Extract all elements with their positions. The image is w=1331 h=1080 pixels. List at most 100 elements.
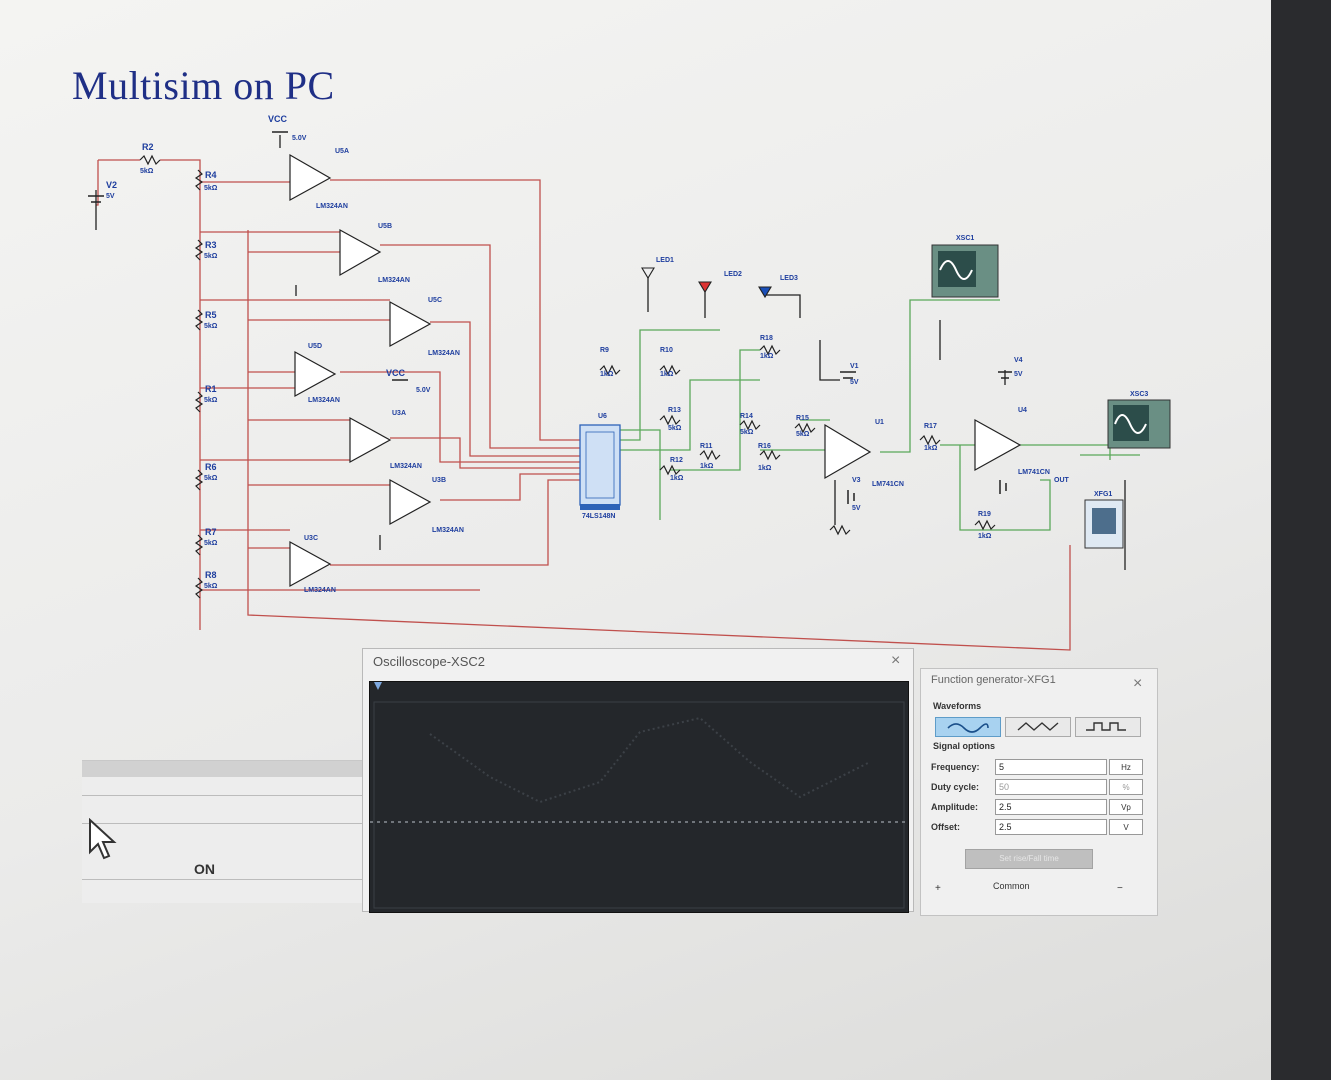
frequency-unit-select[interactable]: Hz	[1109, 759, 1143, 775]
mouse-cursor-icon	[89, 818, 117, 860]
frequency-label: Frequency:	[931, 762, 980, 772]
svg-text:5V: 5V	[106, 193, 115, 200]
oscilloscope-window[interactable]: Oscilloscope-XSC2 ×	[362, 648, 914, 913]
svg-text:1kΩ: 1kΩ	[600, 371, 614, 378]
amplitude-input[interactable]	[995, 799, 1107, 815]
amplitude-unit-select[interactable]: Vp	[1109, 799, 1143, 815]
svg-text:1kΩ: 1kΩ	[924, 445, 938, 452]
circuit-schematic: VCC 5.0V R2 5kΩ V2 5V R4 5kΩ R3 5kΩ R5 5…	[88, 114, 1171, 651]
oscilloscope-display	[369, 681, 909, 913]
svg-text:LM324AN: LM324AN	[432, 527, 464, 534]
signal-options-label: Signal options	[933, 741, 995, 751]
on-switch-label[interactable]: ON	[194, 861, 215, 877]
svg-text:U5C: U5C	[428, 297, 442, 304]
batteries	[88, 131, 1012, 504]
op-amps	[289, 153, 1022, 588]
svg-text:R14: R14	[740, 413, 753, 420]
svg-text:LED2: LED2	[724, 271, 742, 278]
svg-text:R11: R11	[700, 443, 713, 450]
amplitude-label: Amplitude:	[931, 802, 978, 812]
square-wave-button[interactable]	[1075, 717, 1141, 737]
svg-text:LM324AN: LM324AN	[316, 203, 348, 210]
oscilloscope-trace	[370, 682, 908, 909]
svg-text:U4: U4	[1018, 407, 1027, 414]
duty-cycle-unit: %	[1109, 779, 1143, 795]
svg-text:LM324AN: LM324AN	[378, 277, 410, 284]
frequency-input[interactable]	[995, 759, 1107, 775]
presentation-slide: Multisim on PC	[0, 0, 1275, 1080]
triangle-wave-icon	[1017, 722, 1059, 731]
svg-text:XSC1: XSC1	[956, 235, 974, 242]
scope-icons	[931, 244, 1171, 549]
square-wave-icon	[1086, 722, 1126, 731]
signal-wires	[620, 299, 1140, 531]
svg-text:LM324AN: LM324AN	[308, 397, 340, 404]
power-rails	[96, 159, 1071, 651]
svg-text:5kΩ: 5kΩ	[204, 475, 218, 482]
svg-text:5kΩ: 5kΩ	[204, 540, 218, 547]
svg-text:R5: R5	[205, 310, 217, 320]
svg-text:R13: R13	[668, 407, 681, 414]
svg-text:R9: R9	[600, 347, 609, 354]
svg-text:R3: R3	[205, 240, 217, 250]
instrument-panel: ON	[82, 760, 365, 903]
svg-text:R15: R15	[796, 415, 809, 422]
negative-terminal-label: −	[1117, 883, 1123, 894]
panel-row-divider	[82, 823, 365, 824]
svg-text:74LS148N: 74LS148N	[582, 513, 615, 520]
resistor-ladder	[139, 154, 996, 599]
svg-text:R10: R10	[660, 347, 673, 354]
svg-text:R2: R2	[142, 142, 154, 152]
set-rise-fall-time-button[interactable]: Set rise/Fall time	[965, 849, 1093, 869]
oscilloscope-close-button[interactable]: ×	[891, 652, 901, 669]
svg-text:R7: R7	[205, 527, 217, 537]
sine-wave-button[interactable]	[935, 717, 1001, 737]
svg-text:R16: R16	[758, 443, 771, 450]
svg-text:R1: R1	[205, 384, 217, 394]
duty-cycle-input[interactable]	[995, 779, 1107, 795]
svg-text:5kΩ: 5kΩ	[668, 425, 682, 432]
svg-text:R18: R18	[760, 335, 773, 342]
svg-text:V2: V2	[106, 180, 117, 190]
svg-text:U6: U6	[598, 413, 607, 420]
triangle-wave-button[interactable]	[1005, 717, 1071, 737]
svg-text:5kΩ: 5kΩ	[204, 583, 218, 590]
svg-text:V1: V1	[850, 363, 859, 370]
svg-text:OUT: OUT	[1054, 477, 1070, 484]
waveforms-label: Waveforms	[933, 701, 982, 711]
svg-text:1kΩ: 1kΩ	[660, 371, 674, 378]
encoder-chip	[579, 424, 621, 510]
amplitude-row: Amplitude: Vp	[931, 799, 1147, 817]
duty-cycle-row: Duty cycle: %	[931, 779, 1147, 797]
svg-text:R8: R8	[205, 570, 217, 580]
offset-unit-select[interactable]: V	[1109, 819, 1143, 835]
svg-text:VCC: VCC	[268, 114, 288, 124]
svg-text:5kΩ: 5kΩ	[796, 431, 810, 438]
svg-text:5kΩ: 5kΩ	[204, 323, 218, 330]
svg-text:U5A: U5A	[335, 148, 349, 155]
svg-text:1kΩ: 1kΩ	[978, 533, 992, 540]
svg-text:5kΩ: 5kΩ	[740, 429, 754, 436]
svg-text:1kΩ: 1kΩ	[700, 463, 714, 470]
svg-text:R6: R6	[205, 462, 217, 472]
svg-text:5V: 5V	[1014, 371, 1023, 378]
svg-text:V4: V4	[1014, 357, 1023, 364]
svg-text:R17: R17	[924, 423, 937, 430]
svg-text:R12: R12	[670, 457, 683, 464]
frequency-row: Frequency: Hz	[931, 759, 1147, 777]
function-generator-window[interactable]: Function generator-XFG1 × Waveforms Sign…	[920, 668, 1158, 916]
function-generator-close-button[interactable]: ×	[1133, 675, 1143, 692]
svg-text:U3A: U3A	[392, 410, 406, 417]
svg-text:V3: V3	[852, 477, 861, 484]
svg-text:U1: U1	[875, 419, 884, 426]
svg-text:VCC: VCC	[386, 368, 406, 378]
svg-text:U5D: U5D	[308, 343, 322, 350]
panel-header-strip	[82, 761, 365, 777]
svg-text:U5B: U5B	[378, 223, 392, 230]
svg-text:LM741CN: LM741CN	[872, 481, 904, 488]
svg-text:LM324AN: LM324AN	[304, 587, 336, 594]
sine-wave-icon	[947, 723, 989, 733]
offset-input[interactable]	[995, 819, 1107, 835]
svg-text:LM324AN: LM324AN	[390, 463, 422, 470]
svg-text:U3C: U3C	[304, 535, 318, 542]
